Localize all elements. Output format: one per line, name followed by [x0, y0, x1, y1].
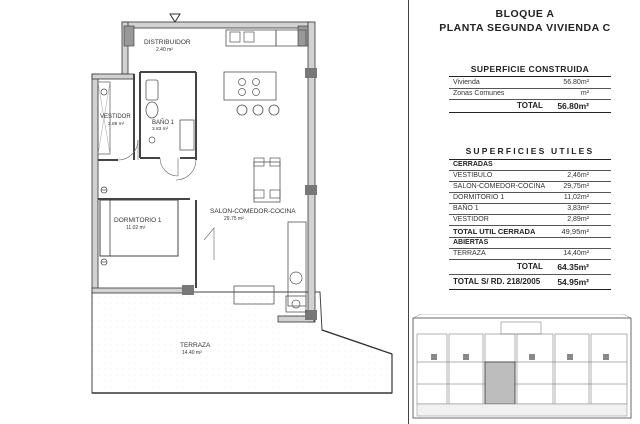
total-cerrada-value: 49,95m²	[561, 227, 589, 236]
total-label: TOTAL	[517, 262, 543, 271]
row-label: BAÑO 1	[453, 205, 479, 212]
total-value: 64.35m²	[557, 262, 589, 272]
terrace-area	[91, 291, 393, 394]
superficies-utiles-title: SUPERFICIES UTILES	[465, 146, 595, 156]
room-area-salon: 29.75 m²	[224, 216, 244, 222]
key-plan	[411, 314, 633, 420]
room-area-vestidor: 2.89 m²	[108, 121, 125, 127]
row-value: 2,46m²	[567, 172, 589, 179]
floor-plan: DISTRIBUIDOR 2.40 m² VESTIDOR 2.89 m² BA…	[91, 13, 393, 394]
block-title: BLOQUE A	[495, 8, 555, 20]
total-value: 56.80m²	[557, 101, 589, 111]
info-panel: BLOQUE A PLANTA SEGUNDA VIVIENDA C SUPER…	[408, 0, 640, 424]
row-label: VESTIBULO	[453, 172, 493, 179]
row-value: 14,40m²	[563, 250, 589, 257]
room-area-dormitorio: 11.02 m²	[126, 225, 146, 231]
entrance-marker-icon	[169, 13, 181, 23]
room-label-distribuidor: DISTRIBUIDOR	[144, 39, 191, 46]
room-label-dormitorio: DORMITORIO 1	[114, 217, 162, 224]
row-value: 3,83m²	[567, 205, 589, 212]
superficie-construida-title: SUPERFICIE CONSTRUIDA	[470, 64, 590, 74]
row-label: TERRAZA	[453, 250, 486, 257]
total-rd-value: 54.95m²	[557, 277, 589, 287]
room-label-bano: BAÑO 1	[152, 119, 175, 126]
row-value: 29,75m²	[563, 183, 589, 190]
room-label-terraza: TERRAZA	[180, 342, 211, 349]
room-area-distribuidor: 2.40 m²	[156, 47, 173, 53]
room-label-vestidor: VESTIDOR	[100, 114, 131, 120]
abiertas-label: ABIERTAS	[453, 239, 489, 246]
unit-title: PLANTA SEGUNDA VIVIENDA C	[439, 22, 611, 34]
row-label: Zonas Comunes	[453, 90, 505, 97]
room-label-salon: SALON-COMEDOR-COCINA	[210, 208, 296, 215]
row-label: DORMITORIO 1	[453, 194, 505, 201]
exterior-walls	[91, 21, 316, 323]
interior-walls	[98, 71, 197, 288]
row-value: m²	[580, 90, 589, 97]
row-label: VESTIDOR	[453, 216, 489, 223]
total-rd-label: TOTAL S/ RD. 218/2005	[453, 277, 541, 286]
row-value: 2,89m²	[567, 216, 589, 223]
total-cerrada-label: TOTAL UTIL CERRADA	[453, 227, 536, 236]
cerradas-label: CERRADAS	[453, 161, 493, 168]
row-value: 56.80m²	[563, 79, 589, 86]
total-label: TOTAL	[517, 101, 543, 110]
room-area-bano: 3.83 m²	[152, 126, 169, 132]
row-value: 11,02m²	[563, 194, 589, 201]
row-label: Vivienda	[453, 79, 480, 86]
row-label: SALON-COMEDOR-COCINA	[453, 183, 546, 190]
highlighted-unit	[484, 361, 516, 405]
room-area-terraza: 14.40 m²	[182, 350, 202, 356]
